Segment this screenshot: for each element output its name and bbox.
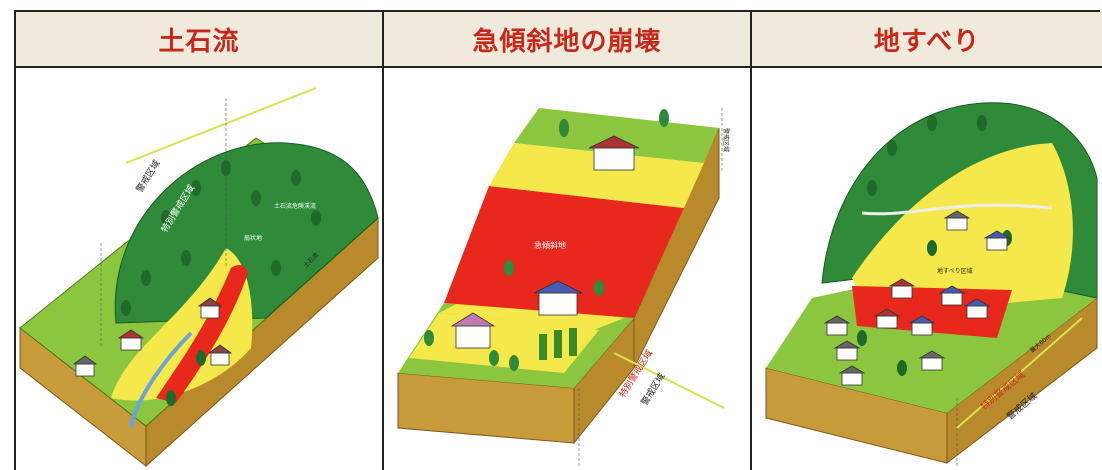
landslide-illustration: 地すべり区域 特別警戒区域 警戒区域 最大60m xyxy=(765,102,1098,468)
panel-landslide: 地すべり xyxy=(752,12,1102,470)
diagram-frame xyxy=(14,10,1100,470)
upper-zone-label: 警戒区域 xyxy=(722,128,730,152)
hazard-stream-label: 土石流危険渓流 xyxy=(274,202,316,210)
fan-label: 扇状地 xyxy=(244,234,262,242)
caution-zone-label: 警戒区域 xyxy=(133,158,162,195)
slide-area-label: 地すべり区域 xyxy=(937,267,973,275)
steep-slope-illustration: 急傾斜地 警戒区域 特別警戒区域 警戒区域 xyxy=(397,108,730,468)
panel-title: 急傾斜地の崩壊 xyxy=(384,12,750,68)
panel-debris-flow: 土石流 xyxy=(16,12,384,470)
panel-title: 地すべり xyxy=(752,12,1102,68)
collapse-label: 急傾斜地 xyxy=(534,240,566,250)
panel-steep-slope-collapse: 急傾斜地の崩壊 xyxy=(384,12,752,470)
panel-title: 土石流 xyxy=(16,12,382,68)
debris-flow-illustration: 警戒区域 特別警戒区域 土石流危険渓流 扇状地 土石流 xyxy=(19,87,379,468)
caution-zone-label: 警戒区域 xyxy=(638,371,667,408)
